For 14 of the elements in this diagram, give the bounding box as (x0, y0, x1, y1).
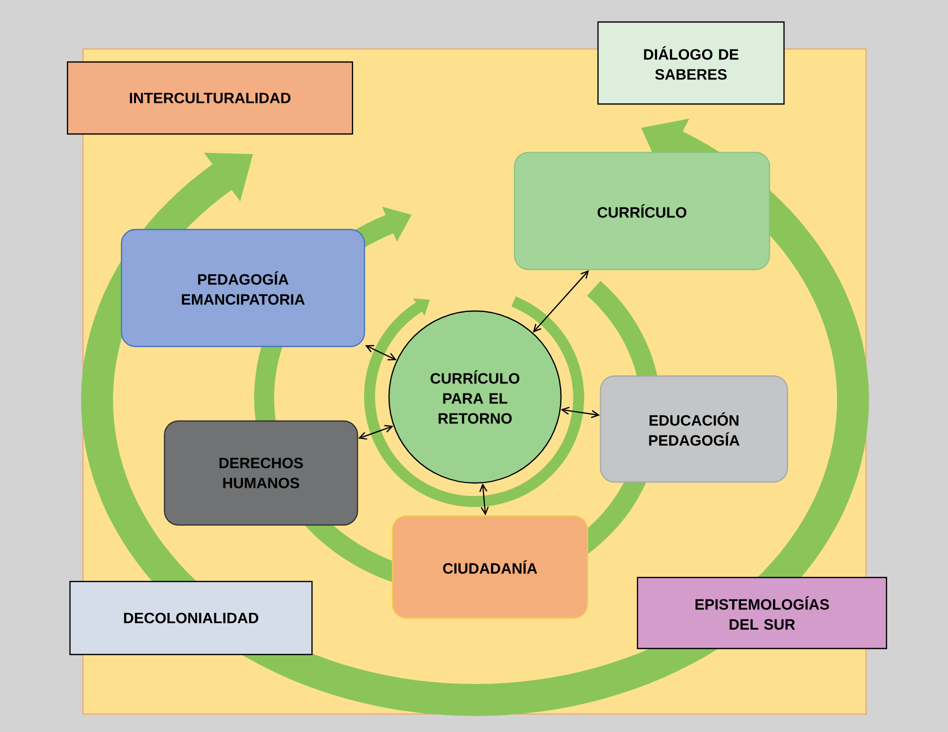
arrow (365, 345, 397, 360)
arrow (358, 424, 394, 440)
topic-box: PEDAGOGÍA EMANCIPATORIA (120, 228, 366, 348)
arrow (532, 270, 589, 333)
concept-box: INTERCULTURALIDAD (66, 61, 354, 135)
topic-box: CIUDADANÍA (392, 515, 588, 619)
arrow (479, 483, 489, 516)
concept-box: DIÁLOGO DE SABERES (597, 21, 785, 105)
concept-box: EPISTEMOLOGÍAS DEL SUR (636, 576, 888, 650)
topic-box: CURRÍCULO (514, 152, 770, 270)
arrow (560, 406, 600, 418)
topic-box: EDUCACIÓN PEDAGOGÍA (600, 375, 788, 483)
topic-box: DERECHOS HUMANOS (164, 420, 358, 526)
concept-box: DECOLONIALIDAD (69, 580, 313, 656)
